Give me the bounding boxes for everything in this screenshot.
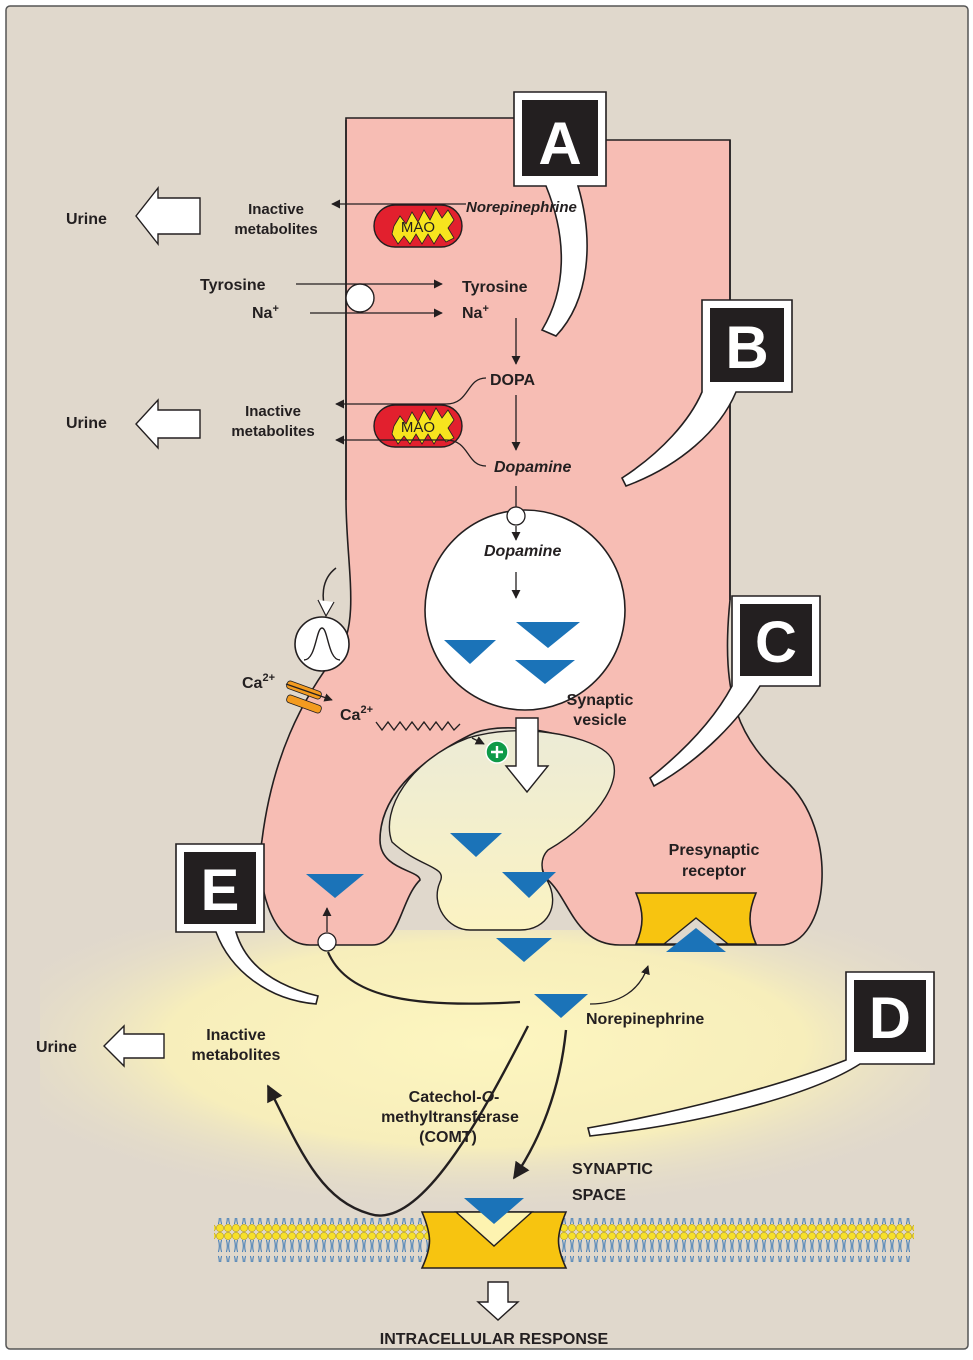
postsynaptic-membrane <box>214 1218 914 1262</box>
urine-label-2: Urine <box>66 415 107 432</box>
dopamine-axon-label: Dopamine <box>494 459 571 476</box>
vesicle-transporter <box>507 507 525 525</box>
tyrosine-outside-label: Tyrosine <box>200 277 266 294</box>
synaptic-vesicle-label-2: vesicle <box>573 712 626 729</box>
tyrosine-transporter <box>346 284 374 312</box>
svg-text:MAO: MAO <box>401 419 435 436</box>
inactive-metabolites-1b: metabolites <box>234 221 317 238</box>
svg-text:E: E <box>201 858 240 923</box>
inactive-metabolites-3a: Inactive <box>206 1027 266 1044</box>
dopa-label: DOPA <box>490 372 535 389</box>
presynaptic-receptor-label-2: receptor <box>682 863 746 880</box>
inactive-metabolites-2b: metabolites <box>231 423 314 440</box>
synaptic-space-label-1: SYNAPTIC <box>572 1161 653 1178</box>
presynaptic-receptor-label-1: Presynaptic <box>669 842 760 859</box>
presynaptic-receptor <box>636 893 756 952</box>
inactive-metabolites-3b: metabolites <box>192 1047 281 1064</box>
mao-top: MAO <box>374 205 462 247</box>
svg-text:A: A <box>538 110 581 177</box>
synaptic-vesicle <box>425 510 625 710</box>
svg-text:MAO: MAO <box>401 219 435 236</box>
synaptic-vesicle-label-1: Synaptic <box>567 692 634 709</box>
norepinephrine-axon-label: Norepinephrine <box>466 199 577 216</box>
svg-text:C: C <box>755 610 797 675</box>
inactive-metabolites-1a: Inactive <box>248 201 304 218</box>
tyrosine-inside-label: Tyrosine <box>462 279 528 296</box>
urine-label-1: Urine <box>66 211 107 228</box>
reuptake-transporter <box>318 933 336 951</box>
dopamine-vesicle-label: Dopamine <box>484 543 561 560</box>
comt-label-1: Catechol-O- <box>409 1089 500 1106</box>
intracellular-response-label: INTRACELLULAR RESPONSE <box>380 1331 609 1348</box>
synaptic-space-glow <box>40 930 930 1215</box>
inactive-metabolites-2a: Inactive <box>245 403 301 420</box>
svg-text:B: B <box>725 314 768 381</box>
synaptic-space-label-2: SPACE <box>572 1187 626 1204</box>
svg-text:D: D <box>869 986 911 1051</box>
comt-label-3: (COMT) <box>419 1129 477 1146</box>
urine-label-3: Urine <box>36 1039 77 1056</box>
norepinephrine-cleft-label: Norepinephrine <box>586 1011 704 1028</box>
action-potential <box>295 617 349 671</box>
comt-label-2: methyltransferase <box>381 1109 519 1126</box>
